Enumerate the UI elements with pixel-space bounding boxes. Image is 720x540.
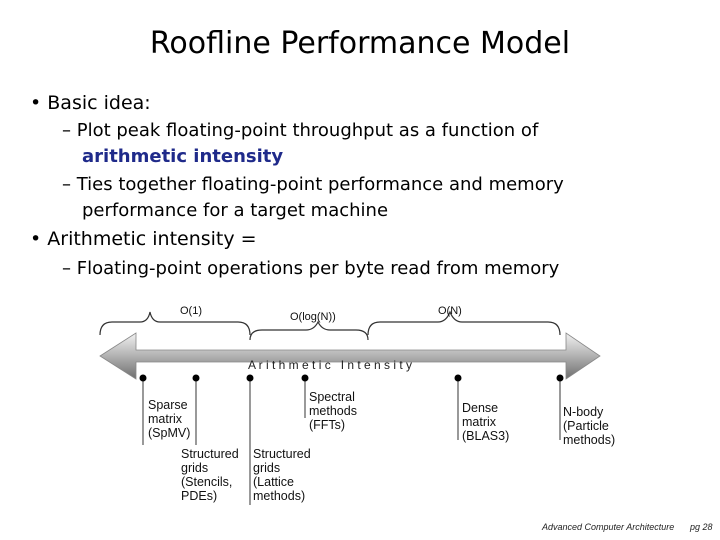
intensity-arrow [99, 332, 601, 380]
sub-text: Plot peak floating-point throughput as a… [76, 120, 539, 141]
label-structured-grids-lattice: Structured grids (Lattice methods) [253, 447, 311, 503]
brace-on [367, 310, 561, 336]
sub-text-continued: performance for a target machine [82, 200, 389, 221]
keyword-arithmetic-intensity: arithmetic intensity [82, 146, 284, 167]
brace-ologn [249, 320, 369, 341]
dash: – [62, 120, 77, 141]
brace-label-o1: O(1) [180, 305, 202, 317]
bullet-arithmetic-intensity: • Arithmetic intensity = [30, 228, 257, 250]
sub-item-ties: – Ties together floating-point performan… [62, 172, 564, 224]
footer-page-number: pg 28 [690, 522, 713, 532]
label-spectral-methods: Spectral methods (FFTs) [309, 390, 357, 432]
sub-text: Ties together floating-point performance… [76, 174, 564, 195]
bullet-text: Arithmetic intensity = [47, 228, 257, 250]
dash: – [62, 174, 77, 195]
slide-title: Roofline Performance Model [149, 26, 571, 61]
app-markers [139, 374, 564, 505]
bullet-text: Basic idea: [47, 92, 151, 114]
label-structured-grids-stencils: Structured grids (Stencils, PDEs) [181, 447, 239, 503]
sub-item-flops-per-byte: – Floating-point operations per byte rea… [62, 256, 559, 282]
label-sparse-matrix: Sparse matrix (SpMV) [148, 398, 191, 440]
label-dense-matrix: Dense matrix (BLAS3) [462, 401, 510, 443]
dash: – [62, 258, 77, 279]
bullet-dot: • [30, 92, 42, 114]
bullet-dot: • [30, 228, 42, 250]
bullet-basic-idea: • Basic idea: [30, 92, 151, 114]
footer-course: Advanced Computer Architecture [542, 522, 675, 532]
label-n-body: N-body (Particle methods) [563, 405, 616, 447]
sub-text: Floating-point operations per byte read … [76, 258, 560, 279]
sub-item-plot: – Plot peak floating-point throughput as… [62, 118, 538, 170]
brace-o1 [99, 311, 251, 336]
arrow-label: A r i t h m e t i c I n t e n s i t y [248, 358, 412, 372]
brace-label-ologn: O(log(N)) [290, 311, 336, 323]
brace-label-on: O(N) [438, 305, 462, 317]
